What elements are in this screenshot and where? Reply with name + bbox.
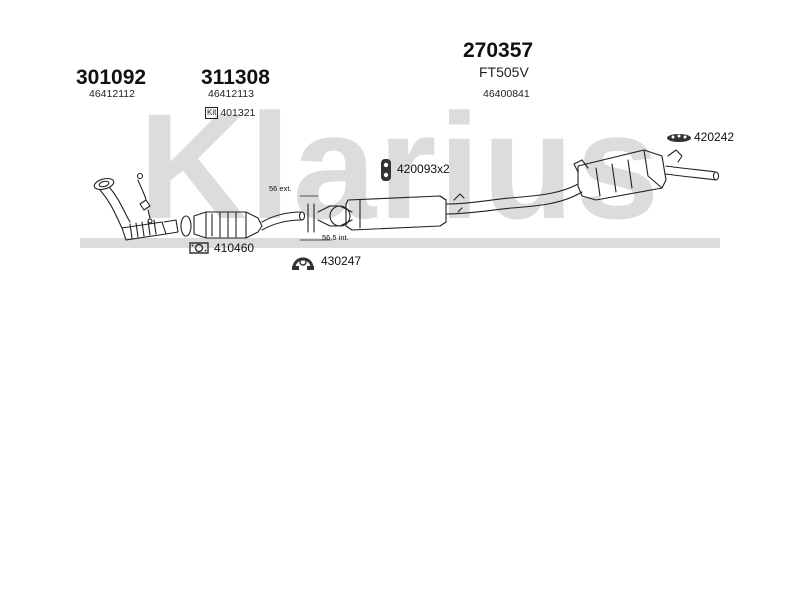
flange-drawing [180,215,192,237]
kit-number: 401321 [220,106,256,119]
reference-46412113: 46412113 [208,88,254,100]
part-number-311308[interactable]: 311308 [201,66,270,89]
spec-ft505v: FT505V [479,64,529,80]
kit-label: Kit 401321 [205,107,255,119]
reference-46412112: 46412112 [89,88,135,100]
mounting-rubber-icon [667,134,691,142]
joint-marks [307,203,315,233]
part-number-301092[interactable]: 301092 [76,66,147,89]
callout-430247[interactable]: 430247 [321,254,362,268]
label-56-ext: 56 ext. [269,184,292,193]
label-56-5-int: 56,5 int. [322,233,349,242]
kit-badge: Kit [205,107,219,119]
callout-420242[interactable]: 420242 [694,130,735,144]
reference-46400841: 46400841 [483,88,530,100]
watermark-underline [80,238,720,248]
front-pipe-drawing [93,172,179,241]
gasket-icon [189,242,209,254]
part-number-270357[interactable]: 270357 [463,39,534,62]
klarius-watermark: Klarius [80,96,720,250]
callout-410460[interactable]: 410460 [214,241,255,255]
callout-420093x2[interactable]: 420093x2 [397,162,450,176]
catalyst-drawing [193,211,306,239]
clamp-icon [292,257,314,270]
silencer-system-drawing [317,149,720,231]
rubber-hanger-icon [381,159,391,181]
watermark-text: Klarius [139,96,662,250]
